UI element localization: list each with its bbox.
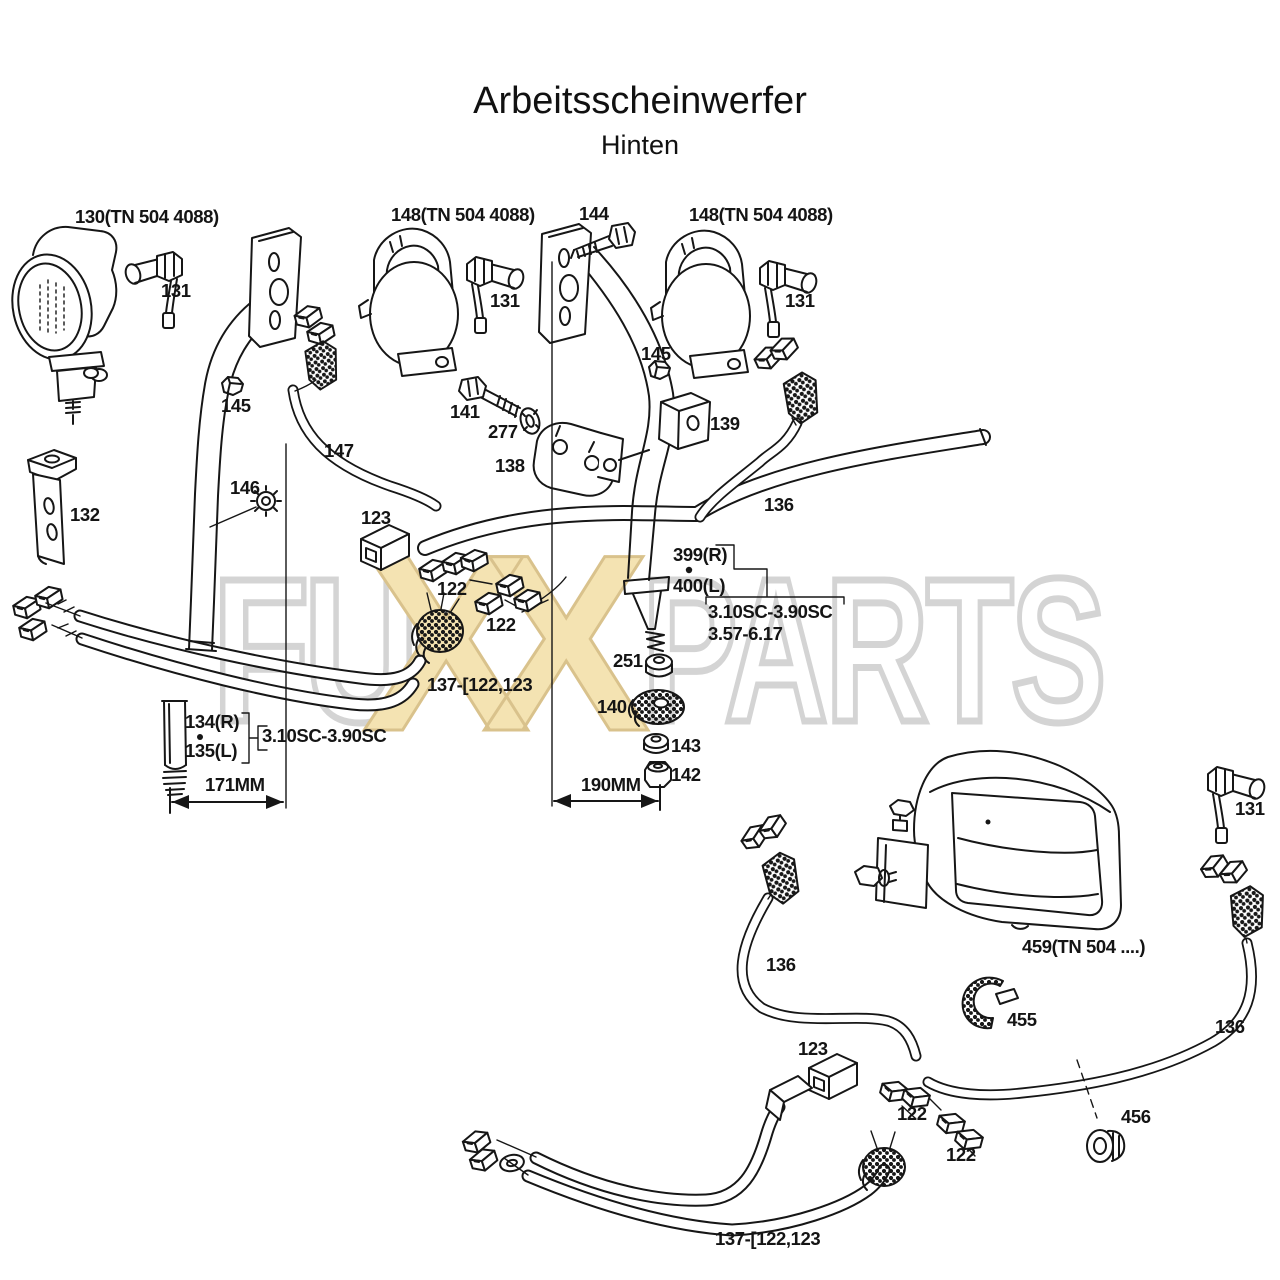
clip-455 xyxy=(961,976,1019,1030)
grommet-146 xyxy=(209,485,282,528)
connector-123-b xyxy=(808,1053,858,1100)
dimension-190mm xyxy=(553,784,661,811)
label-136-b: 136 xyxy=(766,954,796,975)
dimension-171mm xyxy=(169,787,284,814)
label-122-c: 122 xyxy=(897,1103,927,1124)
terminals-122-top xyxy=(417,547,567,618)
label-131-a: 131 xyxy=(161,280,191,301)
grommet-456 xyxy=(1076,1059,1126,1163)
label-sc-c: 3.10SC-3.90SC xyxy=(262,725,387,746)
label-146: 146 xyxy=(230,477,260,498)
page-title: Arbeitsscheinwerfer xyxy=(473,80,807,122)
connector-cluster-d xyxy=(737,810,806,908)
label-251: 251 xyxy=(613,650,643,671)
nut-142 xyxy=(644,761,672,788)
watermark-parts: PARTS xyxy=(640,536,1109,765)
page-subtitle: Hinten xyxy=(600,130,680,160)
middle-pole xyxy=(574,246,676,652)
round-plug-bottom xyxy=(857,1147,906,1191)
label-190mm: 190MM xyxy=(581,774,641,795)
label-171mm: 171MM xyxy=(205,774,265,795)
cable-136-right xyxy=(922,937,1258,1101)
connector-cluster-a xyxy=(292,302,342,392)
label-sc-a: 3.10SC-3.90SC xyxy=(708,601,833,622)
grommet-140 xyxy=(627,689,685,727)
washer-277 xyxy=(519,407,541,435)
watermark-fu: FU xyxy=(209,536,421,765)
connector-cluster-b xyxy=(751,333,824,427)
terminals-122-bottom xyxy=(870,1077,986,1157)
label-136-a: 136 xyxy=(764,494,794,515)
label-148-a: 148(TN 504 4088) xyxy=(391,204,535,225)
bolt-141 xyxy=(458,376,521,418)
label-132: 132 xyxy=(70,504,100,525)
label-122-d: 122 xyxy=(946,1144,976,1165)
label-147: 147 xyxy=(324,440,354,461)
frame-tube xyxy=(417,428,991,556)
label-135: 135(L) xyxy=(185,740,238,761)
cable-136-upper xyxy=(694,417,803,523)
stud-134-135 xyxy=(161,700,188,796)
label-145-b: 145 xyxy=(641,343,671,364)
harness-cables-137-bottom xyxy=(521,1100,891,1237)
callout-399-400 xyxy=(685,544,845,605)
callout-134-135 xyxy=(197,712,268,764)
label-131-c: 131 xyxy=(785,290,815,311)
label-459: 459(TN 504 ....) xyxy=(1022,936,1146,957)
connector-mid-bottom xyxy=(765,1075,813,1121)
harness-cables-137 xyxy=(73,609,427,712)
label-122-a: 122 xyxy=(437,578,467,599)
label-130: 130(TN 504 4088) xyxy=(75,206,219,227)
label-148-b: 148(TN 504 4088) xyxy=(689,204,833,225)
round-plug-top xyxy=(411,609,464,664)
label-131-d: 131 xyxy=(1235,798,1265,819)
label-456: 456 xyxy=(1121,1106,1151,1127)
work-lamp-459 xyxy=(854,749,1122,931)
nut-145-a xyxy=(221,376,244,396)
label-399: 399(R) xyxy=(673,544,728,565)
label-400: 400(L) xyxy=(673,575,726,596)
label-145-a: 145 xyxy=(221,395,251,416)
label-137-b: 137-[122,123 xyxy=(715,1228,821,1249)
label-131-b: 131 xyxy=(490,290,520,311)
label-sc-b: 3.57-6.17 xyxy=(708,623,783,644)
bolt-144 xyxy=(570,222,636,259)
reference-lines xyxy=(285,261,553,809)
label-455: 455 xyxy=(1007,1009,1037,1030)
connector-123-a xyxy=(360,524,410,571)
washer-143 xyxy=(643,733,669,754)
rubber-block-139 xyxy=(658,392,711,450)
label-142: 142 xyxy=(671,764,701,785)
label-140: 140 xyxy=(597,696,627,717)
mount-plate-left xyxy=(248,227,302,348)
clamp-138 xyxy=(532,422,650,497)
label-122-b: 122 xyxy=(486,614,516,635)
label-136-c: 136 xyxy=(1215,1016,1245,1037)
washer-251 xyxy=(645,653,673,678)
label-123-a: 123 xyxy=(361,507,391,528)
label-144: 144 xyxy=(579,203,609,224)
connector-cluster-c xyxy=(1197,850,1268,944)
label-143: 143 xyxy=(671,735,701,756)
left-pole xyxy=(185,299,279,652)
work-lamp-148-a xyxy=(358,227,459,377)
bracket-132 xyxy=(27,449,77,565)
harness-end-connectors-bottom xyxy=(460,1126,537,1176)
cable-147 xyxy=(287,384,442,512)
label-139: 139 xyxy=(710,413,740,434)
label-141: 141 xyxy=(450,401,480,422)
label-137-a: 137-[122,123 xyxy=(427,674,533,695)
work-lamp-130 xyxy=(11,225,118,425)
label-277: 277 xyxy=(488,421,518,442)
label-138: 138 xyxy=(495,455,525,476)
cable-136-left xyxy=(736,892,922,1062)
label-123-b: 123 xyxy=(798,1038,828,1059)
spring xyxy=(645,631,665,652)
label-134: 134(R) xyxy=(185,711,240,732)
harness-end-connectors-top xyxy=(11,583,83,644)
mount-plate-middle xyxy=(538,223,592,344)
